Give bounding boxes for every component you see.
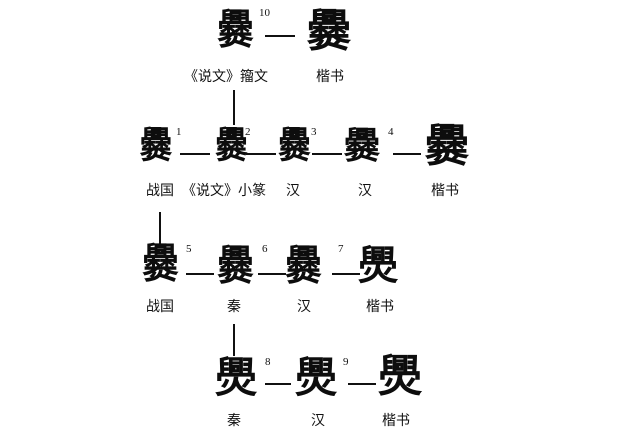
glyph-kaishu-row2: 爂	[358, 242, 398, 289]
label-zhanguo-row2: 战国	[146, 299, 174, 315]
connector-line	[348, 383, 376, 385]
glyph-number-2: 2	[245, 126, 251, 138]
glyph-5-zhanguo: 爨	[142, 240, 178, 288]
label-han-row3: 汉	[311, 413, 325, 429]
glyph-kaishu-row1: 爨	[425, 121, 469, 172]
glyph-10-zhouwen: 爨	[217, 6, 253, 54]
glyph-kaishu-row3: 爂	[378, 351, 422, 402]
connector-line	[246, 153, 276, 155]
connector-line	[393, 153, 421, 155]
connector-line	[332, 273, 360, 275]
glyph-number-1: 1	[176, 126, 182, 138]
connector-vertical-6-8	[233, 324, 235, 356]
label-shuowen-zhouwen: 《说文》籀文	[184, 69, 268, 85]
connector-line	[180, 153, 210, 155]
label-shuowen-xiaozhuan: 《说文》小篆	[182, 183, 266, 199]
connector-line	[258, 273, 286, 275]
connector-vertical-10-2	[233, 90, 235, 125]
glyph-8-qin: 爂	[214, 353, 257, 402]
glyph-number-10: 10	[259, 7, 270, 19]
glyph-number-9: 9	[343, 356, 349, 368]
glyph-1-zhanguo: 爨	[140, 123, 172, 167]
label-han-row1-b: 汉	[358, 183, 372, 199]
label-kaishu-row2: 楷书	[366, 299, 394, 315]
glyph-9-han: 爂	[294, 353, 337, 402]
label-kaishu-row0: 楷书	[316, 69, 344, 85]
glyph-4-han: 爨	[343, 125, 380, 167]
label-kaishu-row3: 楷书	[382, 413, 410, 429]
glyph-number-6: 6	[262, 243, 268, 255]
glyph-number-3: 3	[311, 126, 317, 138]
label-zhanguo-row1: 战国	[146, 183, 174, 199]
glyph-number-5: 5	[186, 243, 192, 255]
glyph-number-8: 8	[265, 356, 271, 368]
glyph-6-qin: 爨	[217, 242, 253, 290]
connector-line	[265, 35, 295, 37]
glyph-7-han: 爨	[285, 242, 321, 290]
glyph-3-han: 爨	[278, 123, 310, 167]
glyph-number-7: 7	[338, 243, 344, 255]
glyph-number-4: 4	[388, 126, 394, 138]
connector-line	[265, 383, 291, 385]
connector-vertical-1-5	[159, 212, 161, 245]
label-qin-row2: 秦	[227, 299, 241, 315]
glyph-kaishu-row0: 爨	[307, 6, 351, 57]
glyph-2-xiaozhuan: 爨	[215, 123, 247, 167]
connector-line	[312, 153, 342, 155]
label-kaishu-row1: 楷书	[431, 183, 459, 199]
label-qin-row3: 秦	[227, 413, 241, 429]
connector-line	[186, 273, 214, 275]
label-han-row2: 汉	[297, 299, 311, 315]
label-han-row1-a: 汉	[286, 183, 300, 199]
